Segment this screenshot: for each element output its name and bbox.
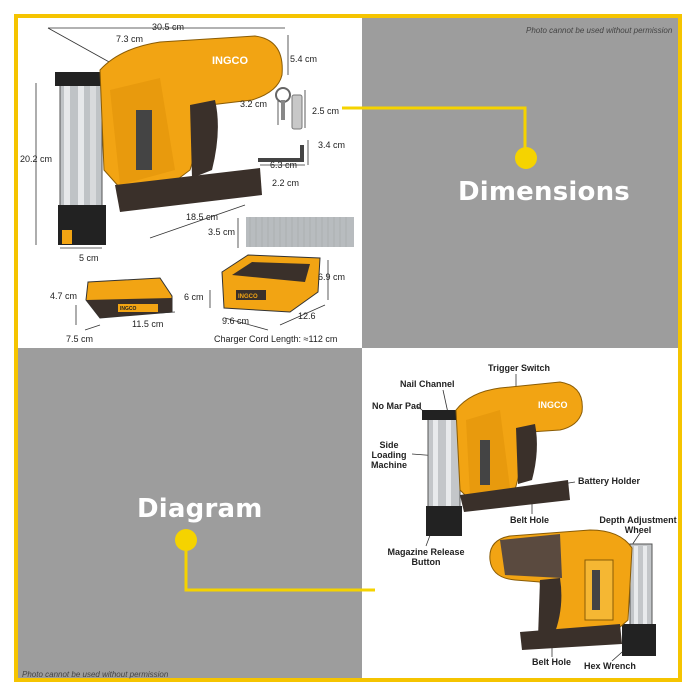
watermark-bottom: Photo cannot be used without permission — [22, 670, 169, 679]
label-battery-holder: Battery Holder — [578, 476, 641, 486]
dim-base: 5 cm — [79, 253, 99, 263]
dim-charger-width: 12.6 — [298, 311, 316, 321]
dim-cord-length: Charger Cord Length: ≈112 cm — [214, 334, 338, 344]
dim-height: 20.2 cm — [20, 154, 53, 164]
label-depth-wheel: Depth Adjustment Wheel — [599, 515, 677, 535]
dim-depth: 18.5 cm — [186, 212, 219, 222]
dim-wrench-height: 3.4 cm — [318, 140, 346, 150]
dimensions-title: Dimensions — [458, 177, 630, 207]
diagram-title: Diagram — [137, 494, 263, 524]
dim-head-height: 5.4 cm — [290, 54, 318, 64]
dim-nail-height: 3.5 cm — [208, 227, 236, 237]
label-side-loading: Side Loading Machine — [370, 440, 407, 470]
label-trigger-switch: Trigger Switch — [488, 363, 551, 373]
dimensions-dot — [515, 147, 537, 169]
dim-wrench-length: 6.3 cm — [270, 160, 298, 170]
dim-battery-height: 4.7 cm — [50, 291, 78, 301]
dim-battery-width: 7.5 cm — [66, 334, 94, 344]
dim-pin-width: 2.5 cm — [312, 106, 340, 116]
label-belt-hole-1: Belt Hole — [510, 515, 550, 525]
dim-charger-depth: 6.9 cm — [318, 272, 346, 282]
label-hex-wrench: Hex Wrench — [584, 661, 636, 671]
label-magazine-release: Magazine Release Button — [387, 547, 465, 567]
label-belt-hole-2: Belt Hole — [532, 657, 572, 667]
dim-length: 30.5 cm — [152, 22, 185, 32]
label-nail-channel: Nail Channel — [400, 379, 455, 389]
dim-head-width: 7.3 cm — [116, 34, 144, 44]
yellow-frame — [14, 14, 682, 682]
dim-charger-length: 9.6 cm — [222, 316, 250, 326]
charger-brand: INGCO — [238, 294, 258, 300]
diagram-dot — [175, 529, 197, 551]
watermark-top: Photo cannot be used without permission — [526, 26, 673, 35]
stapler-brand: INGCO — [212, 55, 249, 67]
label-no-mar-pad: No Mar Pad — [372, 401, 422, 411]
diagram-brand: INGCO — [538, 400, 568, 410]
diagram-title-panel — [18, 348, 362, 678]
dim-foot: 2.2 cm — [272, 178, 300, 188]
dimensions-title-panel — [362, 18, 678, 348]
dim-battery-length: 11.5 cm — [132, 319, 164, 329]
dim-pin-height: 3.2 cm — [240, 99, 268, 109]
dim-charger-height: 6 cm — [184, 292, 204, 302]
battery-brand: INGCO — [120, 306, 137, 312]
